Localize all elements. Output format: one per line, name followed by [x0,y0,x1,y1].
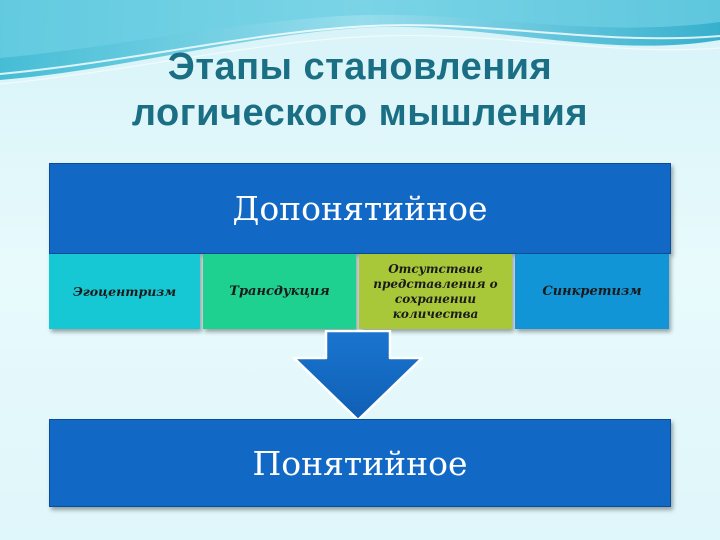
feature-transduction-label: Трансдукция [229,284,330,299]
feature-egocentrism: Эгоцентризм [49,254,200,329]
arrow-down-icon [292,330,424,422]
stage-conceptual-label: Понятийное [252,443,468,483]
feature-no-conservation-label: Отсутствие представления о сохранении ко… [373,261,498,321]
page-title: Этапы становления логического мышления [0,44,720,136]
feature-syncretism: Синкретизм [515,254,669,329]
feature-syncretism-label: Синкретизм [542,284,642,299]
title-line-1: Этапы становления [167,46,553,88]
feature-transduction: Трансдукция [203,254,356,329]
stage-conceptual-box: Понятийное [49,419,671,507]
stage-preconceptual-box: Допонятийное [49,163,671,254]
feature-no-conservation: Отсутствие представления о сохранении ко… [359,254,512,329]
stage-preconceptual-label: Допонятийное [232,189,488,228]
feature-egocentrism-label: Эгоцентризм [72,284,177,299]
title-line-2: логического мышления [131,92,589,134]
